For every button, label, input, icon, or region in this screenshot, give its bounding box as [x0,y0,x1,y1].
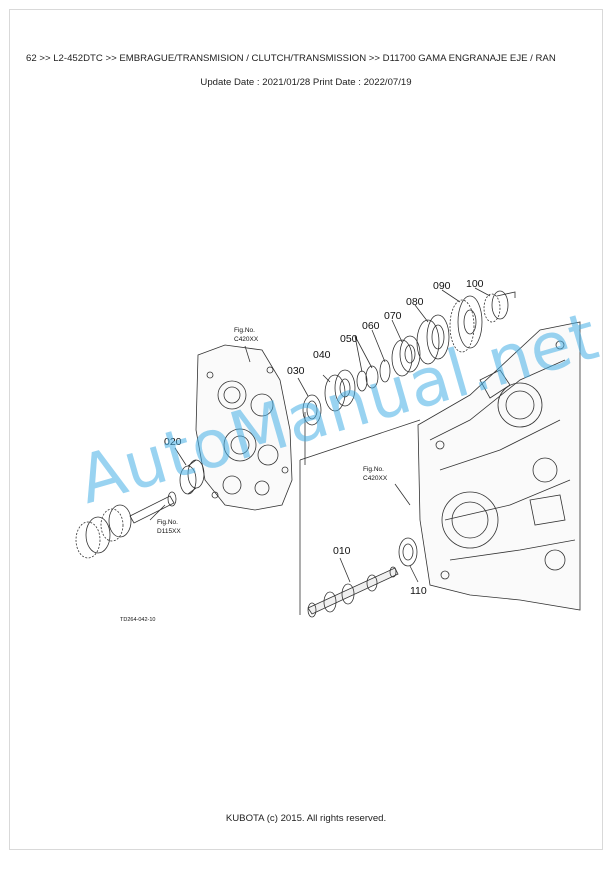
sleeve-080 [416,314,450,365]
leader-c420-top [244,345,251,363]
label-part-070: 070 [384,310,402,322]
bushing-020 [179,459,205,495]
leader-d115 [149,504,166,521]
hub-070 [391,335,421,377]
label-part-050: 050 [340,333,358,345]
leader-070 [391,319,403,343]
shaft-010 [307,566,399,618]
copyright-footer: KUBOTA (c) 2015. All rights reserved. [225,813,387,824]
label-part-110: 110 [410,585,427,597]
label-part-080: 080 [406,296,424,308]
leader-030 [297,377,309,397]
bearing-110 [398,537,418,567]
bracket-lines [299,412,421,615]
leader-050 [354,335,373,373]
snap-ring-060 [379,359,391,383]
fig-ref-title-left: Fig.No. [157,519,178,526]
leader-080 [414,304,429,323]
clutch-housing-plate [195,344,293,511]
bearing-030 [302,394,322,426]
label-part-060: 060 [362,320,380,332]
leader-060 [371,329,386,363]
gear-100 [483,290,509,323]
fig-ref-code-top: C420XX [234,336,259,343]
drawing-id: TD264-042-10 [120,617,155,623]
bracket-100 [496,291,516,298]
leader-110 [409,565,419,583]
update-print-dates: Update Date : 2021/01/28 Print Date : 20… [200,77,412,88]
label-part-040: 040 [313,349,331,361]
gear-040 [324,369,356,412]
label-part-010: 010 [333,545,351,557]
fig-ref-title-top: Fig.No. [234,327,255,334]
fig-ref-code-mid: C420XX [363,475,388,482]
leader-020 [174,447,187,466]
page-frame [9,9,603,850]
leader-090 [441,289,461,303]
leader-010 [339,557,351,583]
fig-ref-title-mid: Fig.No. [363,466,384,473]
label-part-090: 090 [433,280,451,292]
breadcrumb: 62 >> L2-452DTC >> EMBRAGUE/TRANSMISION … [26,53,556,64]
fig-ref-code-left: D115XX [157,528,181,535]
leader-100 [474,287,491,297]
label-part-100: 100 [466,278,484,290]
transmission-housing [417,321,581,611]
gear-090 [449,295,483,353]
leader-040 [322,374,331,383]
leader-c420-mid [394,483,411,506]
label-part-020: 020 [164,436,182,448]
gear-cluster-left [75,491,177,559]
label-part-030: 030 [287,365,305,377]
